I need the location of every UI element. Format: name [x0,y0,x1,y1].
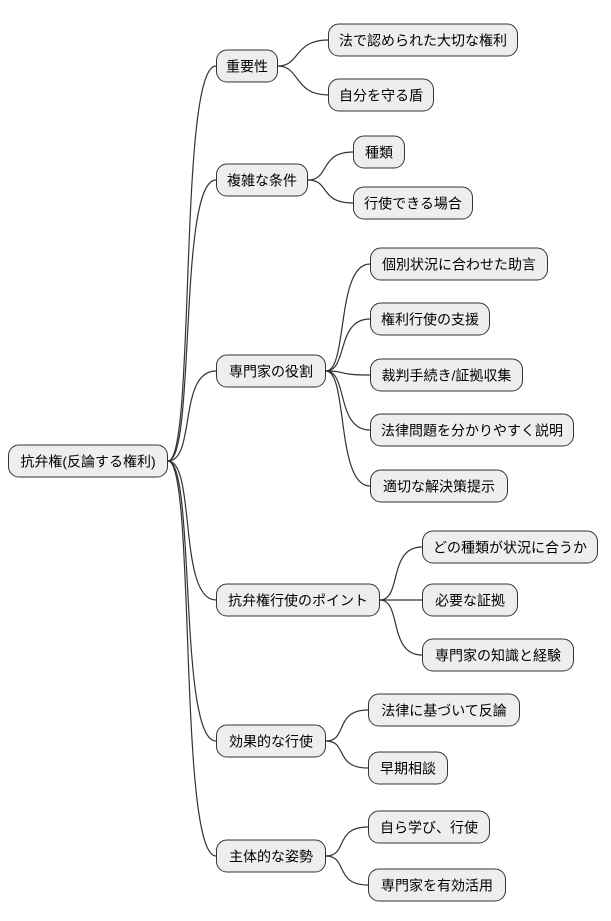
edge-importance-1 [277,65,329,96]
leaf-node: 裁判手続き/証拠収集 [370,358,523,392]
leaf-node: 専門家を有効活用 [368,868,506,902]
edge-effective-1 [325,740,369,769]
leaf-node: 自分を守る盾 [328,78,434,112]
edge-experts-0 [325,263,371,372]
edge-experts-4 [325,370,371,487]
edge-root-points [167,460,217,601]
edge-experts-2 [325,370,371,376]
leaf-node: 法律に基づいて反論 [368,693,520,727]
edge-root-conditions [167,179,217,462]
edge-attitude-1 [325,855,369,886]
leaf-node: 専門家の知識と経験 [422,638,574,672]
leaf-node: 必要な証拠 [422,583,518,617]
edge-root-importance [167,65,217,462]
leaf-node: 法律問題を分かりやすく説明 [370,413,574,447]
edge-experts-1 [325,318,371,372]
leaf-node: どの種類が状況に合うか [422,530,598,564]
edge-points-2 [379,599,423,656]
edge-conditions-1 [307,179,354,204]
leaf-node: 法で認められた大切な権利 [328,23,518,57]
leaf-node: 行使できる場合 [353,186,473,220]
leaf-node: 種類 [353,135,405,169]
edge-root-attitude [167,460,217,857]
branch-node-conditions: 複雑な条件 [216,163,308,197]
edge-root-experts [167,370,217,462]
leaf-node: 権利行使の支援 [370,302,490,336]
edge-conditions-0 [307,151,354,181]
edge-root-effective [167,460,217,742]
leaf-node: 自ら学び、行使 [368,810,490,844]
branch-node-experts: 専門家の役割 [216,354,326,388]
branch-node-effective: 効果的な行使 [216,724,326,758]
edge-attitude-0 [325,826,369,857]
leaf-node: 早期相談 [368,751,448,785]
edge-points-0 [379,546,423,601]
edge-effective-0 [325,709,369,742]
leaf-node: 適切な解決策提示 [370,469,508,503]
edge-importance-0 [277,39,329,67]
branch-node-points: 抗弁権行使のポイント [216,583,380,617]
branch-node-importance: 重要性 [216,49,278,83]
mindmap-root-node: 抗弁権(反論する権利) [8,444,168,478]
edge-experts-3 [325,370,371,431]
leaf-node: 個別状況に合わせた助言 [370,247,548,281]
branch-node-attitude: 主体的な姿勢 [216,839,326,873]
